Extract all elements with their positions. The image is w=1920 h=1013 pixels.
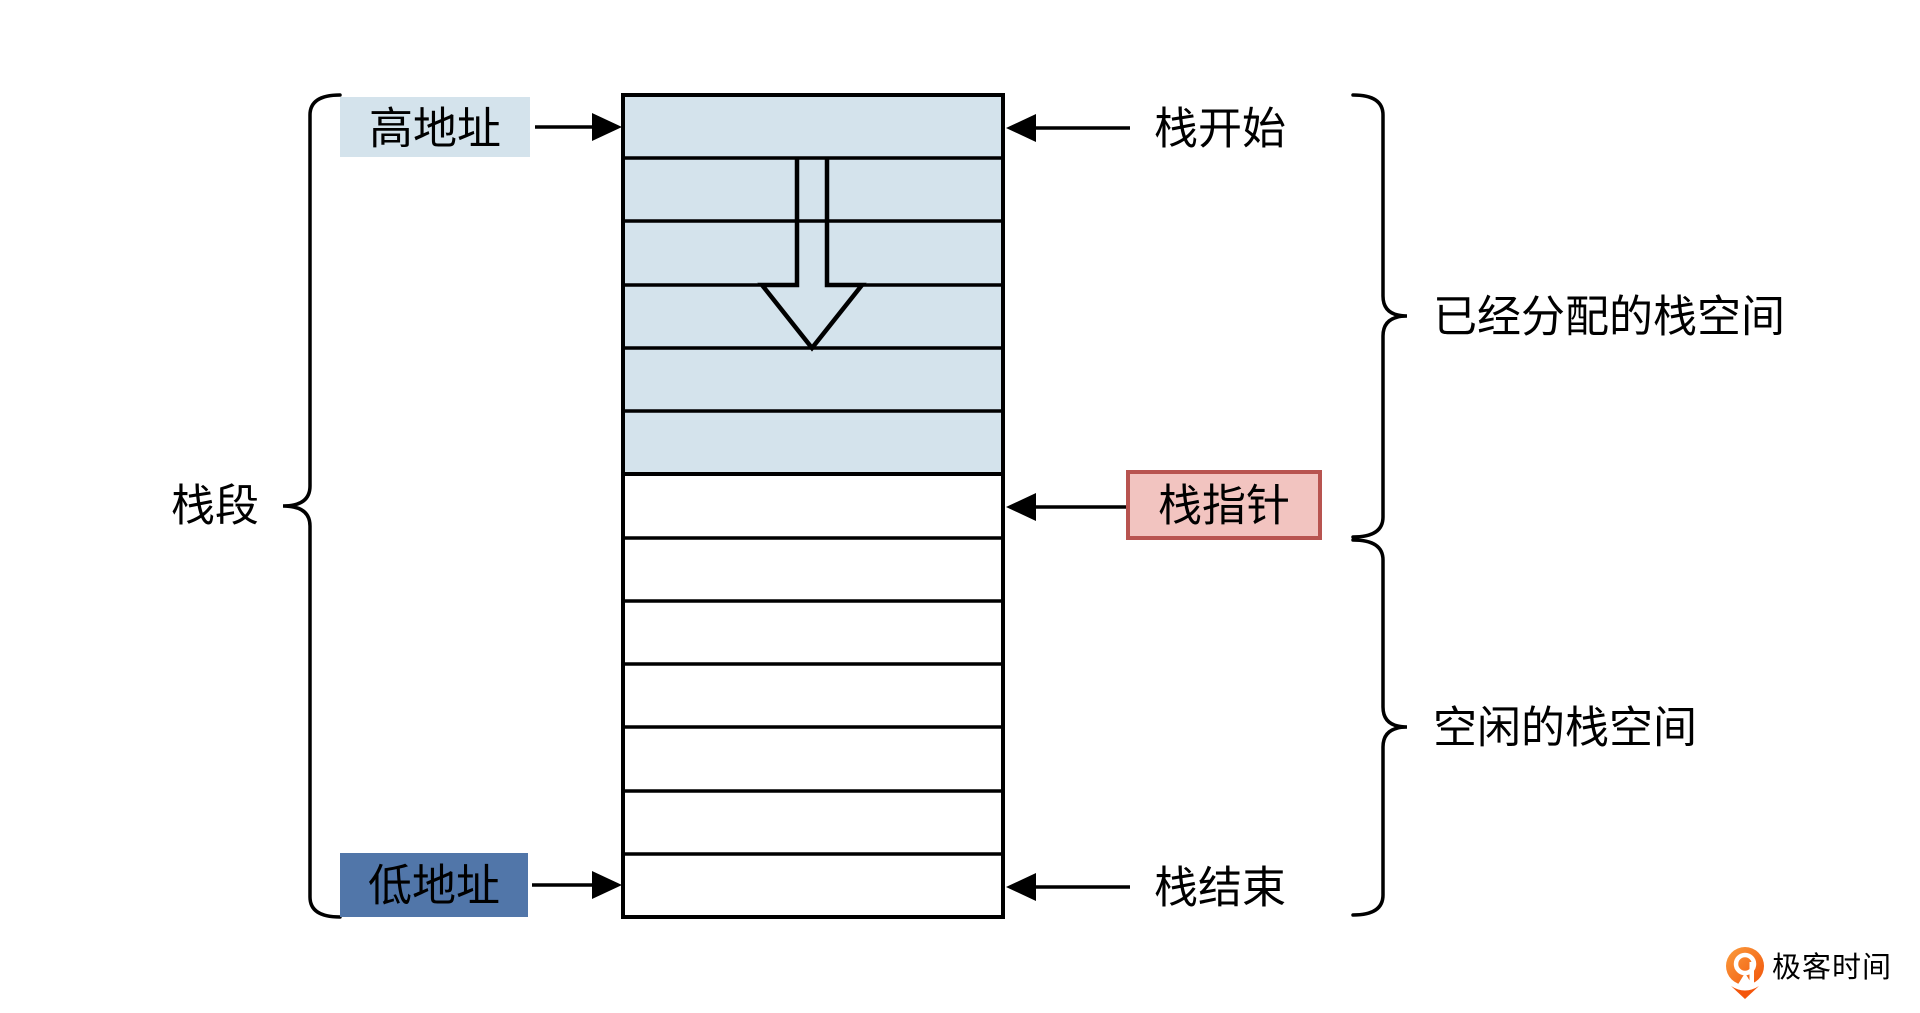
allocated-space-label: 已经分配的栈空间: [1433, 293, 1785, 342]
stack-cell-lines: [623, 156, 1003, 856]
free-space-brace: [1351, 538, 1408, 917]
left-side: 栈段 高地址 低地址: [171, 93, 622, 919]
high-address-arrow: [535, 113, 622, 141]
free-space-label: 空闲的栈空间: [1433, 704, 1697, 753]
stack-end-label: 栈结束: [1154, 864, 1286, 913]
allocated-space-brace: [1351, 93, 1408, 539]
stack-pointer-box: [1126, 470, 1322, 540]
low-address-label: 低地址: [368, 862, 500, 911]
low-address-arrow: [532, 871, 622, 899]
high-address-label: 高地址: [369, 105, 501, 154]
stack-end-arrow: [1006, 873, 1130, 901]
geektime-logo-icon: [1726, 947, 1764, 999]
geektime-logo: 极客时间: [1726, 947, 1892, 999]
stack-column: [621, 93, 1005, 919]
high-address-box: [340, 97, 530, 157]
stack-pointer-arrow: [1006, 493, 1128, 521]
stack-start-arrow: [1006, 114, 1130, 142]
stack-start-label: 栈开始: [1154, 105, 1286, 154]
stack-segment-brace: [282, 93, 342, 919]
stack-segment-label: 栈段: [171, 482, 259, 531]
stack-pointer-label: 栈指针: [1158, 482, 1290, 531]
right-side: 栈开始 栈指针 栈结束 已经分配的栈空间 空闲的栈空间: [1006, 93, 1785, 917]
growth-direction-down-arrow-icon: [757, 158, 867, 352]
geektime-logo-text: 极客时间: [1772, 951, 1892, 984]
low-address-box: [340, 853, 528, 917]
